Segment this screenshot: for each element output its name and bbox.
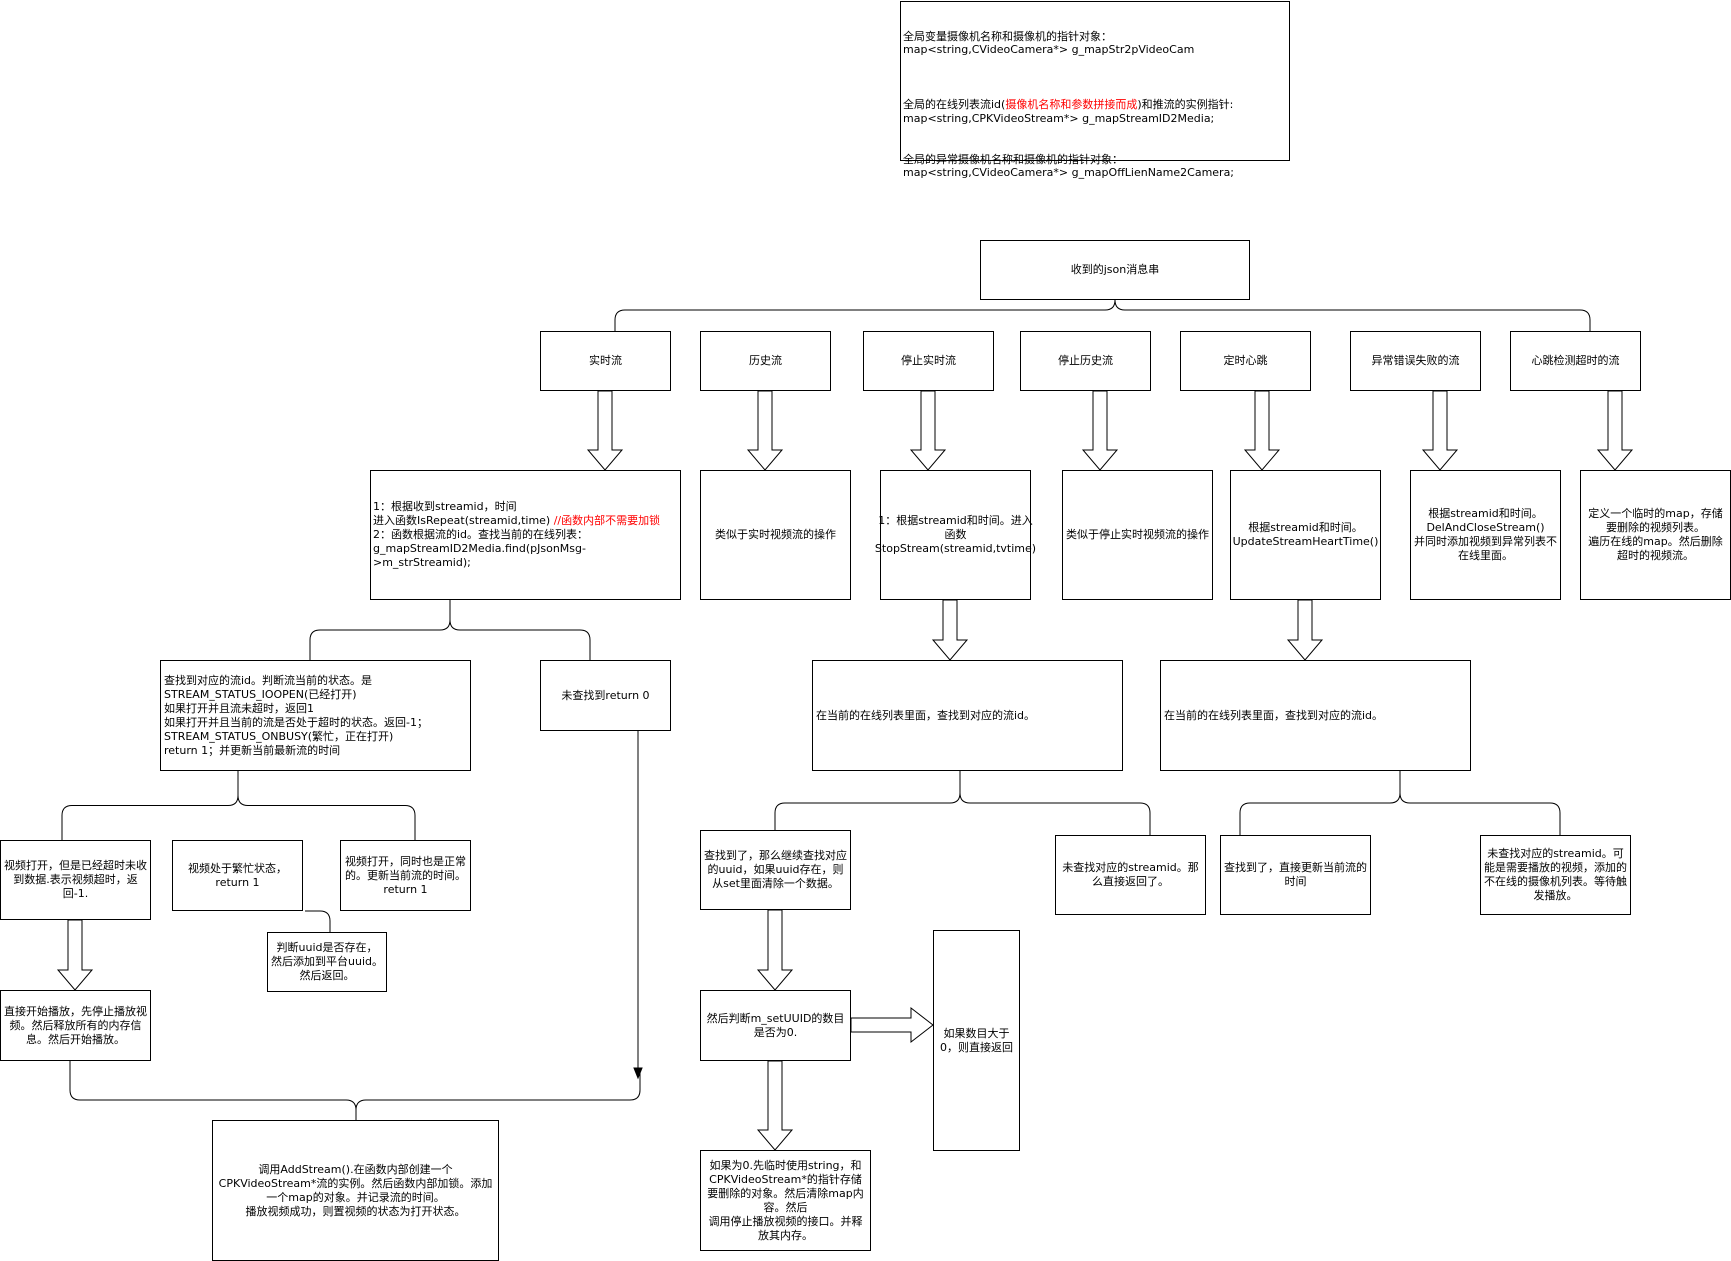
realtime-step-highlight: //函数内部不需要加锁 [553, 514, 661, 527]
category-label: 实时流 [589, 354, 622, 367]
note-stream-map: 全局的在线列表流id(摄像机名称和参数拼接而成)和推流的实例指针: map<st… [903, 98, 1287, 125]
note-offline-map: 全局的异常摄像机名称和摄像机的指针对象： map<string,CVideoCa… [903, 152, 1235, 180]
block-arrow-down [756, 1060, 794, 1151]
realtime-not-found-box: 未查找到return 0 [540, 660, 671, 731]
realtime-found-text: 查找到对应的流id。判断流当前的状态。是 STREAM_STATUS_IOOPE… [164, 673, 428, 757]
realtime-uuid-text: 判断uuid是否存在， 然后添加到平台uuid。然后返回。 [271, 941, 383, 982]
stop-realtime-check-text: 然后判断m_setUUID的数目是否为0. [706, 1011, 845, 1039]
category-label: 停止实时流 [901, 354, 956, 367]
add-stream-brace-connector [69, 1061, 641, 1120]
realtime-busy-box: 视频处于繁忙状态， return 1 [172, 840, 303, 911]
block-arrow-down [1286, 599, 1324, 661]
stop-realtime-gt-zero-text: 如果数目大于0，则直接返回 [940, 1026, 1013, 1054]
note-stream-map-text-2: )和推流的实例指针: map<string,CPKVideoStream*> g… [903, 98, 1234, 125]
block-arrow-down [756, 909, 794, 991]
block-arrow-down [1596, 390, 1634, 471]
category-label: 异常错误失败的流 [1371, 354, 1460, 367]
root-json-message-box: 收到的json消息串 [980, 240, 1250, 300]
timeout-stream-desc: 定义一个临时的map，存储要删除的视频列表。 遍历在线的map。然后删除超时的视… [1588, 507, 1723, 562]
heartbeat-find-text: 在当前的在线列表里面，查找到对应的流id。 [1164, 708, 1384, 722]
realtime-restart-box: 直接开始播放，先停止播放视频。然后释放所有的内存信息。然后开始播放。 [0, 990, 151, 1061]
realtime-restart-text: 直接开始播放，先停止播放视频。然后释放所有的内存信息。然后开始播放。 [4, 1004, 147, 1046]
realtime-normal-box: 视频打开，同时也是正常的。更新当前流的时间。return 1 [340, 840, 471, 911]
realtime-step-text-2: 2：函数根据流的id。查找当前的在线列表： g_mapStreamID2Medi… [373, 528, 589, 569]
category-timeout-stream: 心跳检测超时的流 [1510, 331, 1641, 391]
category-stop-history: 停止历史流 [1020, 331, 1151, 391]
timeout-stream-desc-box: 定义一个临时的map，存储要删除的视频列表。 遍历在线的map。然后删除超时的视… [1580, 470, 1731, 600]
block-arrow-down [586, 390, 624, 471]
arrowhead-down [633, 1067, 643, 1080]
history-desc: 类似于实时视频流的操作 [715, 528, 836, 541]
realtime-step-box: 1：根据收到streamid，时间 进入函数IsRepeat(streamid,… [370, 470, 681, 600]
global-variables-note: 全局变量摄像机名称和摄像机的指针对象： map<string,CVideoCam… [900, 1, 1290, 179]
block-arrow-right [850, 1006, 934, 1044]
heartbeat-desc: 根据streamid和时间。 UpdateStreamHeartTime() [1232, 521, 1379, 548]
realtime-timeout-text: 视频打开，但是已经超时未收到数据.表示视频超时，返回-1. [4, 859, 147, 900]
error-stream-desc-box: 根据streamid和时间。 DelAndCloseStream() 并同时添加… [1410, 470, 1561, 600]
category-label: 停止历史流 [1058, 354, 1113, 367]
realtime-timeout-box: 视频打开，但是已经超时未收到数据.表示视频超时，返回-1. [0, 840, 151, 920]
category-heartbeat: 定时心跳 [1180, 331, 1311, 391]
stop-realtime-desc-box: 1：根据streamid和时间。进入函数 StopStream(streamid… [875, 470, 1036, 600]
stop-realtime-zero-text: 如果为0.先临时使用string，和CPKVideoStream*的指针存储要删… [707, 1158, 864, 1242]
realtime-uuid-box: 判断uuid是否存在， 然后添加到平台uuid。然后返回。 [267, 932, 387, 992]
realtime-busy-text: 视频处于繁忙状态， return 1 [188, 861, 287, 889]
stop-realtime-find-box: 在当前的在线列表里面，查找到对应的流id。 [812, 660, 1123, 771]
heartbeat-find-box: 在当前的在线列表里面，查找到对应的流id。 [1160, 660, 1471, 771]
heartbeat-not-found-box: 未查找对应的streamid。可能是需要播放的视频，添加的不在线的摄像机列表。等… [1480, 835, 1631, 915]
block-arrow-down [931, 599, 969, 661]
brace-connector [1239, 771, 1561, 835]
stop-realtime-not-found-text: 未查找对应的streamid。那么直接返回了。 [1062, 861, 1199, 888]
stop-realtime-desc: 1：根据streamid和时间。进入函数 StopStream(streamid… [874, 514, 1037, 555]
heartbeat-desc-box: 根据streamid和时间。 UpdateStreamHeartTime() [1230, 470, 1381, 600]
brace-connector [61, 771, 416, 840]
note-camera-map: 全局变量摄像机名称和摄像机的指针对象： map<string,CVideoCam… [903, 29, 1195, 57]
stop-history-desc: 类似于停止实时视频流的操作 [1066, 528, 1209, 541]
stop-realtime-zero-box: 如果为0.先临时使用string，和CPKVideoStream*的指针存储要删… [700, 1150, 871, 1251]
category-label: 定时心跳 [1223, 354, 1268, 367]
realtime-add-stream-box: 调用AddStream().在函数内部创建一个CPKVideoStream*流的… [212, 1120, 499, 1261]
realtime-not-found-text: 未查找到return 0 [561, 688, 650, 702]
note-stream-map-highlight: 摄像机名称和参数拼接而成 [1005, 98, 1138, 111]
heartbeat-found-text: 查找到了，直接更新当前流的时间 [1224, 861, 1367, 888]
block-arrow-down [1081, 390, 1119, 471]
note-stream-map-text-1: 全局的在线列表流id( [903, 98, 1006, 111]
block-arrow-down [1243, 390, 1281, 471]
block-arrow-down [909, 390, 947, 471]
realtime-step-text-1: 1：根据收到streamid，时间 进入函数IsRepeat(streamid,… [373, 500, 551, 527]
realtime-step-text: 1：根据收到streamid，时间 进入函数IsRepeat(streamid,… [373, 500, 677, 570]
category-history-stream: 历史流 [700, 331, 831, 391]
heartbeat-found-box: 查找到了，直接更新当前流的时间 [1220, 835, 1371, 915]
category-stop-realtime: 停止实时流 [863, 331, 994, 391]
heartbeat-not-found-text: 未查找对应的streamid。可能是需要播放的视频，添加的不在线的摄像机列表。等… [1484, 847, 1627, 902]
realtime-add-stream-text: 调用AddStream().在函数内部创建一个CPKVideoStream*流的… [218, 1162, 493, 1218]
history-desc-box: 类似于实时视频流的操作 [700, 470, 851, 600]
stop-realtime-found-text: 查找到了，那么继续查找对应的uuid，如果uuid存在，则从set里面清除一个数… [704, 849, 847, 890]
realtime-found-box: 查找到对应的流id。判断流当前的状态。是 STREAM_STATUS_IOOPE… [160, 660, 471, 771]
uuid-connector [305, 910, 331, 932]
error-stream-desc: 根据streamid和时间。 DelAndCloseStream() 并同时添加… [1414, 507, 1557, 562]
realtime-normal-text: 视频打开，同时也是正常的。更新当前流的时间。return 1 [345, 854, 466, 896]
root-label: 收到的json消息串 [1070, 263, 1160, 276]
category-realtime-stream: 实时流 [540, 331, 671, 391]
stop-realtime-found-box: 查找到了，那么继续查找对应的uuid，如果uuid存在，则从set里面清除一个数… [700, 830, 851, 910]
block-arrow-down [56, 919, 94, 991]
category-error-stream: 异常错误失败的流 [1350, 331, 1481, 391]
block-arrow-down [746, 390, 784, 471]
stop-realtime-not-found-box: 未查找对应的streamid。那么直接返回了。 [1055, 835, 1206, 915]
brace-connector [309, 600, 591, 660]
block-arrow-down [1421, 390, 1459, 471]
category-label: 历史流 [749, 354, 782, 367]
stop-realtime-check-box: 然后判断m_setUUID的数目是否为0. [700, 990, 851, 1061]
category-label: 心跳检测超时的流 [1531, 354, 1620, 367]
root-brace-connector [614, 299, 1591, 331]
stop-realtime-gt-zero-box: 如果数目大于0，则直接返回 [933, 930, 1020, 1151]
stop-history-desc-box: 类似于停止实时视频流的操作 [1062, 470, 1213, 600]
brace-connector [774, 771, 1151, 835]
stop-realtime-find-text: 在当前的在线列表里面，查找到对应的流id。 [816, 708, 1036, 722]
